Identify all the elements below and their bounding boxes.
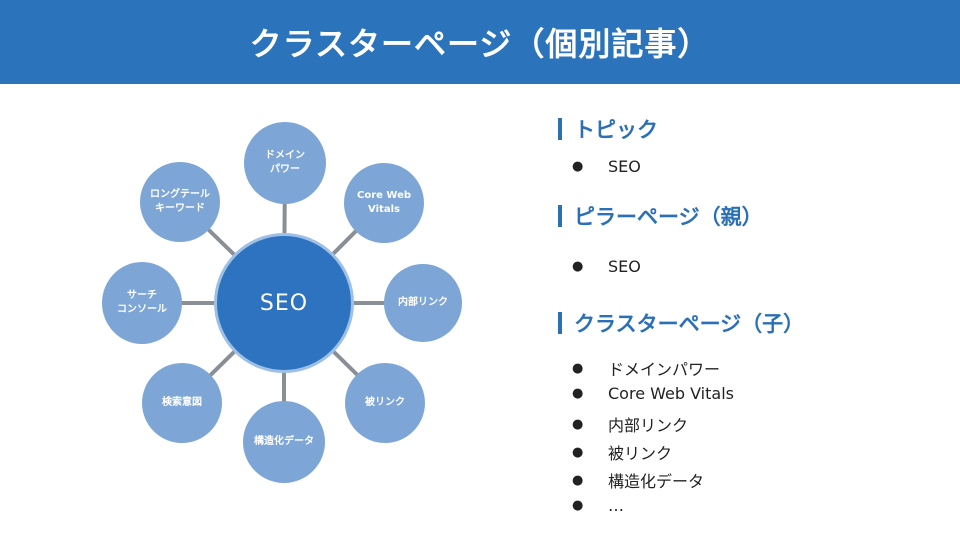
list-item: ● SEO — [572, 157, 641, 176]
node-longtail-keyword: ロングテール キーワード — [140, 162, 220, 242]
heading-bar — [558, 118, 562, 140]
list-item-text: Core Web Vitals — [608, 384, 734, 403]
center-node-seo: SEO — [214, 233, 354, 373]
list-item: ● ドメインパワー — [572, 356, 720, 380]
list-item-text: SEO — [608, 257, 641, 276]
bullet-icon: ● — [572, 416, 584, 432]
list-item-text: ドメインパワー — [608, 360, 721, 379]
section-heading-text: トピック — [574, 118, 658, 142]
node-internal-link: 内部リンク — [384, 264, 462, 342]
list-item-text: … — [608, 496, 624, 515]
page-title: クラスターページ（個別記事） — [249, 25, 711, 63]
section-heading-pillar: ピラーページ（親） — [558, 201, 763, 231]
list-item: ● Core Web Vitals — [572, 384, 734, 403]
section-heading-topic: トピック — [558, 114, 658, 144]
heading-bar — [558, 205, 562, 227]
heading-bar — [558, 312, 562, 334]
list-item: ● 被リンク — [572, 440, 672, 464]
list-item-text: SEO — [608, 157, 641, 176]
section-heading-cluster: クラスターページ（子） — [558, 308, 804, 338]
list-item-text: 被リンク — [608, 444, 673, 463]
title-bar: クラスターページ（個別記事） — [0, 0, 960, 84]
bullet-icon: ● — [572, 360, 584, 376]
node-structured-data: 構造化データ — [243, 401, 325, 483]
list-item-text: 構造化データ — [608, 472, 705, 491]
node-search-console: サーチ コンソール — [102, 262, 182, 344]
bullet-icon: ● — [572, 472, 584, 488]
node-core-web-vitals: Core Web Vitals — [344, 163, 424, 243]
list-item: ● SEO — [572, 257, 641, 276]
node-search-intent: 検索意図 — [142, 363, 222, 443]
section-heading-text: ピラーページ（親） — [574, 205, 763, 229]
list-item-text: 内部リンク — [608, 416, 689, 435]
list-item: ● 内部リンク — [572, 412, 688, 436]
bullet-icon: ● — [572, 159, 584, 174]
node-domain-power: ドメイン パワー — [244, 122, 326, 204]
list-item: ● 構造化データ — [572, 468, 704, 492]
bullet-icon: ● — [572, 444, 584, 460]
section-heading-text: クラスターページ（子） — [574, 312, 805, 336]
node-backlink: 被リンク — [345, 363, 425, 443]
cluster-diagram: ドメイン パワー Core Web Vitals 内部リンク 被リンク 構造化デ… — [0, 84, 500, 540]
bullet-icon: ● — [572, 498, 584, 513]
bullet-icon: ● — [572, 386, 584, 401]
info-panel: トピック ● SEO ピラーページ（親） ● SEO クラスターページ（子） ●… — [558, 0, 948, 540]
bullet-icon: ● — [572, 259, 584, 274]
list-item: ● … — [572, 496, 624, 515]
